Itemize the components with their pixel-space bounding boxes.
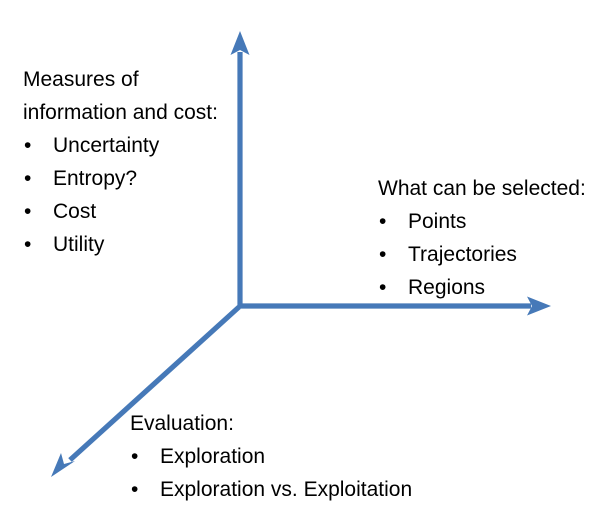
list-item-label: Regions [408,276,486,299]
bullet-icon: • [24,233,32,256]
bullet-icon: • [379,276,387,299]
list-item-label: Entropy? [53,167,138,190]
list-item-label: Trajectories [408,243,517,266]
bullet-icon: • [24,167,32,190]
bullet-icon: • [379,210,387,233]
horizontal-axis-arrowhead [527,296,551,316]
list-item: • Trajectories [378,238,586,271]
annotation-measures: Measures of information and cost: • Unce… [23,63,218,261]
list-item: • Points [378,205,586,238]
list-item: • Regions [378,271,586,304]
vertical-axis-arrowhead [230,31,250,55]
list-item: • Uncertainty [23,129,218,162]
list-item: • Utility [23,228,218,261]
bullet-icon: • [131,445,139,468]
vertical-axis [230,31,250,308]
evaluation-bullet-list: • Exploration • Exploration vs. Exploita… [130,440,412,506]
list-item-label: Uncertainty [53,134,160,157]
bullet-icon: • [379,243,387,266]
selected-heading: What can be selected: [378,177,586,200]
list-item-label: Points [408,210,467,233]
list-item-label: Exploration [160,445,266,468]
measures-heading-line-1: Measures of [23,68,139,91]
list-item-label: Utility [53,233,105,256]
list-item: • Exploration vs. Exploitation [130,473,412,506]
bullet-icon: • [24,134,32,157]
list-item-label: Exploration vs. Exploitation [160,478,413,501]
diagonal-axis [51,305,241,477]
measures-bullet-list: • Uncertainty • Entropy? • Cost • Utilit… [23,129,218,261]
bullet-icon: • [24,200,32,223]
annotation-selected: What can be selected: • Points • Traject… [378,172,586,304]
bullet-icon: • [131,478,139,501]
list-item: • Entropy? [23,162,218,195]
diagonal-axis-arrowhead [51,453,75,477]
list-item-label: Cost [53,200,97,223]
list-item: • Exploration [130,440,412,473]
annotation-evaluation: Evaluation: • Exploration • Exploration … [130,407,412,506]
horizontal-axis [238,296,551,316]
diagonal-axis-line [68,305,241,462]
list-item: • Cost [23,195,218,228]
measures-heading-line-2: information and cost: [23,101,218,124]
selected-bullet-list: • Points • Trajectories • Regions [378,205,586,304]
evaluation-heading: Evaluation: [130,412,234,435]
